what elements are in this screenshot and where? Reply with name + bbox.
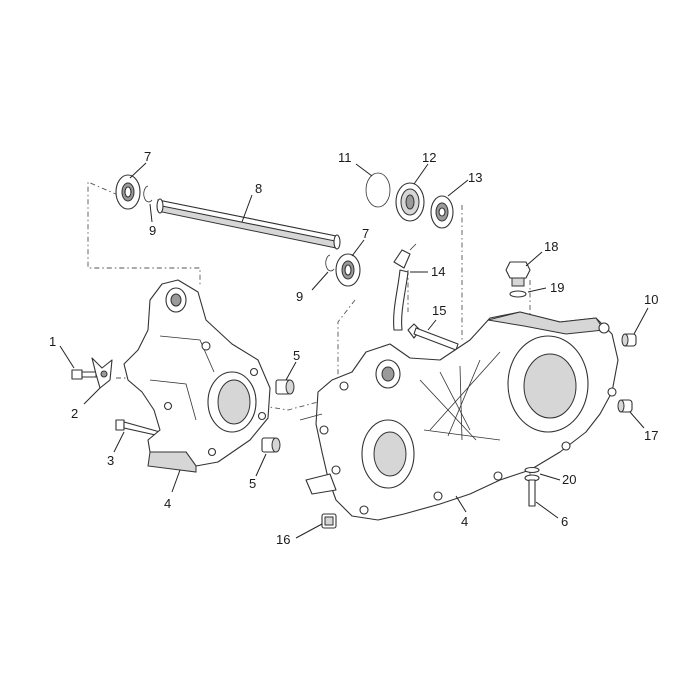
callout-13: 13 <box>447 170 482 197</box>
callout-9b: 9 <box>296 271 329 304</box>
ring-11 <box>365 172 391 208</box>
svg-text:5: 5 <box>293 348 300 363</box>
bolt-3 <box>115 419 161 437</box>
svg-text:14: 14 <box>431 264 445 279</box>
svg-text:3: 3 <box>107 453 114 468</box>
callout-2: 2 <box>71 387 101 421</box>
svg-text:17: 17 <box>644 428 658 443</box>
callouts: 7 9 8 7 9 11 12 13 14 18 19 15 10 1 2 3 … <box>49 149 658 547</box>
svg-text:5: 5 <box>249 476 256 491</box>
bearing-7-left <box>115 174 141 210</box>
callout-9a: 9 <box>149 203 156 238</box>
callout-17: 17 <box>629 411 658 443</box>
callout-1: 1 <box>49 334 75 369</box>
bushing-5-lower <box>261 437 281 453</box>
screw-1 <box>71 369 97 380</box>
bolt-15 <box>407 323 459 351</box>
callout-18: 18 <box>525 239 558 267</box>
svg-text:8: 8 <box>255 181 262 196</box>
shaft-8 <box>156 198 341 250</box>
svg-text:20: 20 <box>562 472 576 487</box>
crankcase-left-4 <box>123 279 271 473</box>
svg-text:11: 11 <box>338 150 352 165</box>
callout-7a: 7 <box>129 149 151 179</box>
svg-text:4: 4 <box>461 514 468 529</box>
svg-text:4: 4 <box>164 496 171 511</box>
callout-10: 10 <box>633 292 658 335</box>
svg-text:2: 2 <box>71 406 78 421</box>
bushing-5-upper <box>275 379 295 395</box>
svg-text:13: 13 <box>468 170 482 185</box>
svg-text:18: 18 <box>544 239 558 254</box>
callout-5b: 5 <box>249 453 267 491</box>
callout-4a: 4 <box>164 469 181 511</box>
callout-19: 19 <box>527 280 564 295</box>
breather-hose-14 <box>393 243 417 331</box>
svg-text:10: 10 <box>644 292 658 307</box>
callout-8: 8 <box>241 181 262 223</box>
plug-18 <box>505 261 531 287</box>
bearing-7-right <box>335 253 361 287</box>
clip-16 <box>321 513 337 529</box>
bracket-2 <box>91 357 113 389</box>
callout-7b: 7 <box>351 226 369 257</box>
callout-6: 6 <box>535 501 568 529</box>
callout-5a: 5 <box>285 348 300 381</box>
cap-10 <box>621 333 637 347</box>
circlip-9-right <box>325 254 335 272</box>
cap-17 <box>617 399 633 413</box>
crankcase-right-4 <box>299 311 619 521</box>
callout-15: 15 <box>427 303 446 331</box>
washer-20 <box>524 466 540 474</box>
callout-12: 12 <box>413 150 436 185</box>
svg-text:16: 16 <box>276 532 290 547</box>
bearing-12 <box>395 182 425 222</box>
svg-text:7: 7 <box>362 226 369 241</box>
callout-14: 14 <box>410 264 445 279</box>
svg-text:7: 7 <box>144 149 151 164</box>
svg-text:19: 19 <box>550 280 564 295</box>
svg-text:15: 15 <box>432 303 446 318</box>
bolt-6 <box>524 474 540 507</box>
svg-text:6: 6 <box>561 514 568 529</box>
seal-13 <box>430 195 454 229</box>
circlip-9-left <box>143 185 153 203</box>
callout-4b: 4 <box>455 495 468 529</box>
callout-16: 16 <box>276 523 323 547</box>
svg-text:1: 1 <box>49 334 56 349</box>
washer-19 <box>509 290 527 298</box>
callout-11: 11 <box>338 150 373 177</box>
svg-text:9: 9 <box>149 223 156 238</box>
svg-text:9: 9 <box>296 289 303 304</box>
callout-3: 3 <box>107 431 125 468</box>
callout-20: 20 <box>539 472 576 487</box>
svg-text:12: 12 <box>422 150 436 165</box>
